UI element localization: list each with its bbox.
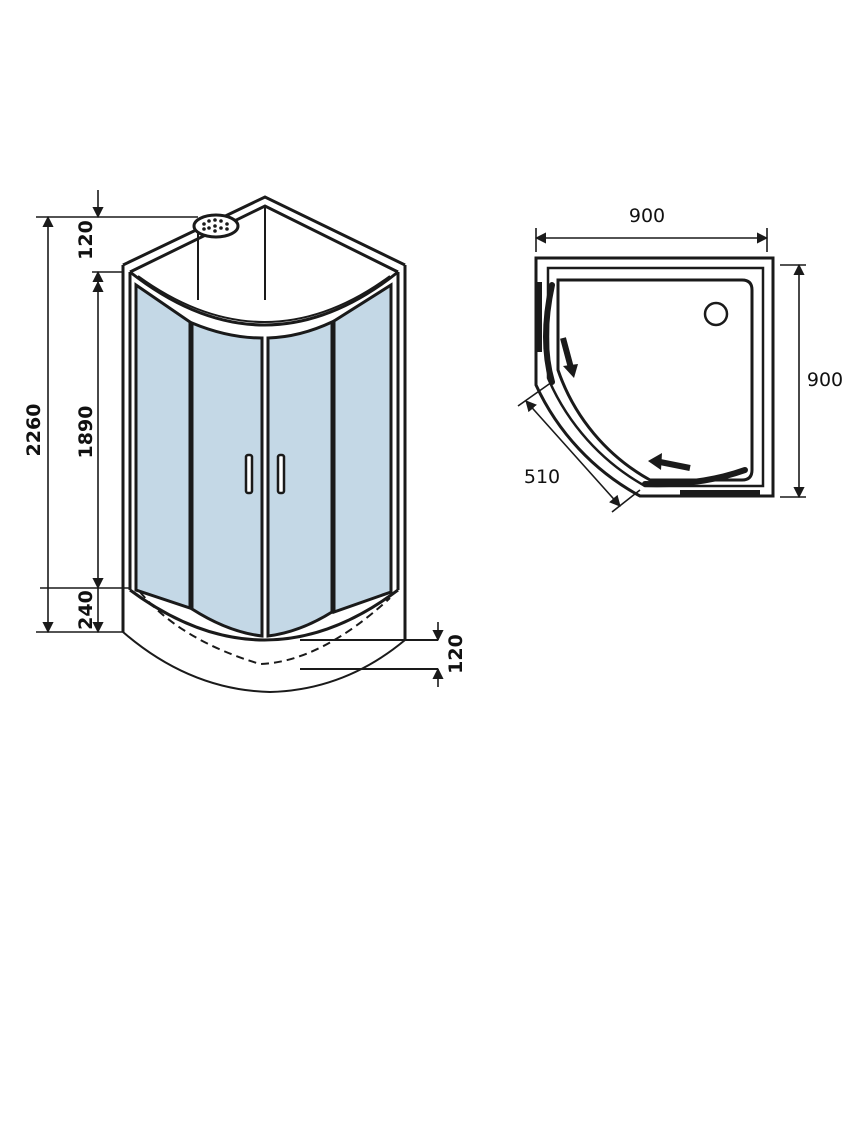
cabin-frame [121, 265, 407, 640]
sliding-door-rails [536, 282, 760, 495]
glass-panel-right-fixed [332, 282, 393, 615]
front-dimension-labels: 2260 120 1890 240 120 [23, 220, 467, 674]
shower-tray [122, 588, 438, 694]
dim-glass-height: 1890 [75, 406, 97, 459]
door-handle-right[interactable] [276, 453, 286, 495]
glass-panel-right-door [266, 319, 334, 638]
dim-plan-width: 900 [629, 205, 665, 227]
door-handle-left[interactable] [244, 453, 254, 495]
front-dimensions [36, 190, 444, 687]
plan-dimension-labels: 900 900 510 [524, 205, 843, 488]
dim-plan-depth: 900 [807, 369, 843, 391]
dim-plan-entry: 510 [524, 466, 560, 488]
dim-top-cap: 120 [75, 220, 97, 260]
cabin-roof [122, 195, 406, 327]
dim-base: 240 [75, 590, 97, 630]
plan-view: 900 900 510 [517, 205, 843, 513]
dim-tray-depth: 120 [445, 634, 467, 674]
sliding-arrow-icon [560, 337, 691, 471]
shower-head-icon [192, 213, 240, 239]
dim-total-height: 2260 [23, 404, 45, 457]
glass-panel-left-fixed [134, 282, 192, 611]
drain-icon [703, 301, 729, 327]
plan-dimensions [517, 228, 806, 513]
front-view: 2260 120 1890 240 120 [23, 190, 467, 694]
door-handles[interactable] [244, 453, 286, 495]
glass-panel-left-door [190, 320, 264, 638]
glass-panels [134, 282, 393, 638]
